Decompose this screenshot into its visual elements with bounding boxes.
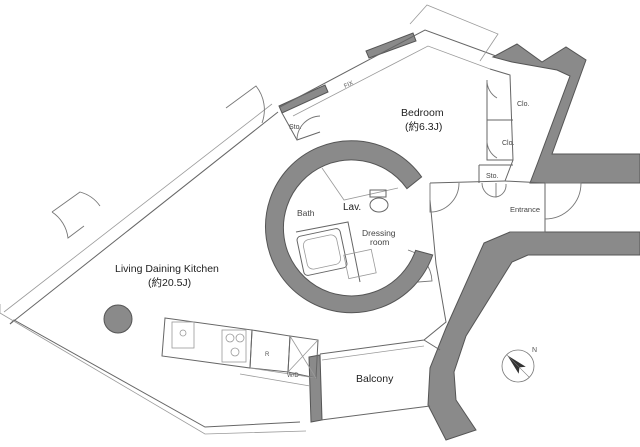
outline-bedroom-east xyxy=(489,68,514,182)
outline-living-east xyxy=(319,199,447,355)
outline-balcony-east xyxy=(423,339,441,351)
closet-label-1: Clo. xyxy=(517,101,530,108)
exterior-wall-southeast xyxy=(427,231,640,441)
fix-window-label: FIX xyxy=(343,80,354,89)
round-column xyxy=(103,304,133,334)
toilet xyxy=(369,197,389,213)
door-living-north-a xyxy=(225,85,265,124)
kitchen-back-line xyxy=(249,367,317,379)
outline-bedroom-north-inner xyxy=(292,45,491,117)
outline-balcony-north xyxy=(321,345,425,361)
circular-core-wall xyxy=(265,140,434,314)
bathtub xyxy=(296,228,348,276)
core-partition-lav xyxy=(321,167,399,201)
stove xyxy=(221,329,247,363)
core-partition-bath xyxy=(295,221,361,283)
compass-north-label: N xyxy=(532,347,537,354)
sto-upper-label: Sto. xyxy=(289,124,302,131)
kitchen-back-line-2 xyxy=(239,373,311,387)
outline-bedroom-north xyxy=(279,29,497,108)
stove-burner-3 xyxy=(230,347,240,357)
outline-living-north-inner xyxy=(3,103,273,313)
door-sto-right-b xyxy=(495,183,507,198)
outline-living-north xyxy=(9,111,279,325)
stove-burner-2 xyxy=(235,333,245,343)
bathtub-inner xyxy=(302,234,342,270)
closet-wall xyxy=(486,80,513,161)
kitchen-sink xyxy=(171,321,195,349)
living-room-size: (約20.5J) xyxy=(148,276,191,289)
dressing-label-line2: room xyxy=(370,237,389,247)
compass-icon xyxy=(501,349,535,383)
outline-entrance xyxy=(504,180,546,233)
washer-cross-b xyxy=(287,339,319,373)
bedroom-size: (約6.3J) xyxy=(405,120,442,133)
washer-label: W/D xyxy=(287,373,299,379)
balcony-label: Balcony xyxy=(356,373,394,385)
outline-living-south xyxy=(9,319,301,428)
door-sto-upper xyxy=(296,115,321,141)
outline-bedroom-south xyxy=(429,180,506,184)
outline-living-south-inner xyxy=(0,304,307,435)
door-bedroom xyxy=(429,182,460,213)
washbasin xyxy=(343,248,377,280)
outline-balcony-south xyxy=(320,405,431,421)
wall-segment-balcony-west xyxy=(308,354,323,423)
door-closet-2 xyxy=(486,139,498,159)
sto-right-label: Sto. xyxy=(486,173,499,180)
dressing-label-line1: Dressing xyxy=(362,228,396,238)
lav-label: Lav. xyxy=(343,202,361,213)
stove-burner-1 xyxy=(225,333,235,343)
toilet-tank xyxy=(369,189,387,198)
door-living-north-b-leaf xyxy=(51,211,85,239)
fridge-label: R xyxy=(265,352,270,358)
closet-label-2: Clo. xyxy=(502,140,515,147)
washer-cross-a xyxy=(289,335,317,379)
living-room-label: Living Daining Kitchen xyxy=(115,263,219,275)
bath-label: Bath xyxy=(297,208,315,218)
door-living-north-b xyxy=(51,191,101,213)
fridge-space xyxy=(249,329,291,373)
entrance-label: Entrance xyxy=(510,205,540,214)
bedroom-label: Bedroom xyxy=(401,107,444,119)
exterior-wall-northeast xyxy=(491,43,640,184)
wall-segment-bedroom-north-right xyxy=(365,32,417,59)
door-sto-right xyxy=(481,182,497,198)
outline-bedroom-balcony xyxy=(409,4,499,62)
sink-drain xyxy=(179,329,187,337)
door-closet-1 xyxy=(486,79,498,99)
wall-segment-bedroom-north-left xyxy=(278,84,329,114)
kitchen-counter xyxy=(161,317,253,369)
door-entrance xyxy=(544,182,582,220)
